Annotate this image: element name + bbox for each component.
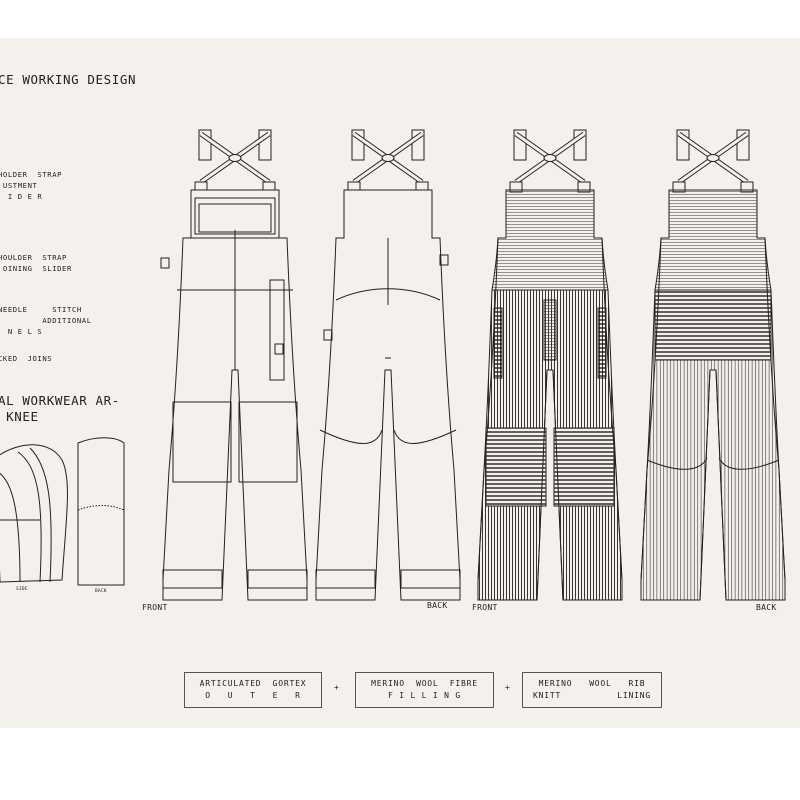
view-label-back-1: BACK [427, 601, 448, 610]
overall-front-outline [160, 130, 308, 601]
plus-sign-1: + [334, 683, 339, 692]
sheet-title: CE WORKING DESIGN [0, 72, 137, 87]
material-box-filling: MERINO WOOL FIBRE F I L L I N G [355, 672, 494, 708]
view-label-front-1: FRONT [142, 603, 168, 612]
material-box-outer: ARTICULATED GORTEX O U T E R [184, 672, 322, 708]
detail-label-back: BACK [95, 589, 107, 594]
view-label-back-2: BACK [756, 603, 777, 612]
knee-detail-side [0, 444, 68, 583]
plus-sign-2: + [505, 683, 510, 692]
material-box-lining: MERINO WOOL RIB KNITT LINING [522, 672, 662, 708]
overall-back-lining [640, 130, 786, 601]
knee-detail-back [77, 437, 125, 586]
view-label-front-2: FRONT [472, 603, 498, 612]
note-shoulder-strap-joining: HOULDER STRAP OINING SLIDER [0, 253, 72, 273]
section-subtitle: AL WORKWEAR AR- KNEE [0, 393, 120, 424]
overall-front-filling [477, 130, 623, 601]
detail-label-side: SIDE [16, 587, 28, 592]
note-shoulder-strap-adjustment: HOLDER STRAP USTMENT I D E R [0, 170, 63, 201]
note-joins: CKED JOINS [0, 354, 53, 363]
overall-back-outline [315, 130, 461, 601]
note-needle-stitch: NEEDLE STITCH ADDITIONAL N E L S [0, 305, 92, 336]
